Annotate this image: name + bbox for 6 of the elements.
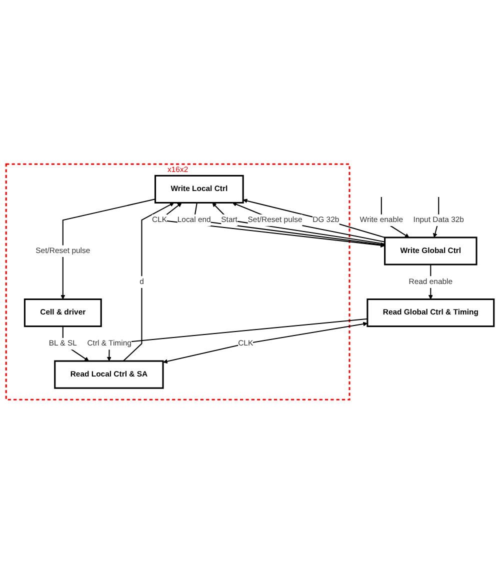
- arrow: [106, 318, 368, 362]
- arrow: [122, 202, 174, 362]
- arrow: [163, 322, 368, 364]
- arrow: [242, 198, 385, 238]
- arrow: [232, 202, 385, 243]
- arrow: [60, 198, 156, 300]
